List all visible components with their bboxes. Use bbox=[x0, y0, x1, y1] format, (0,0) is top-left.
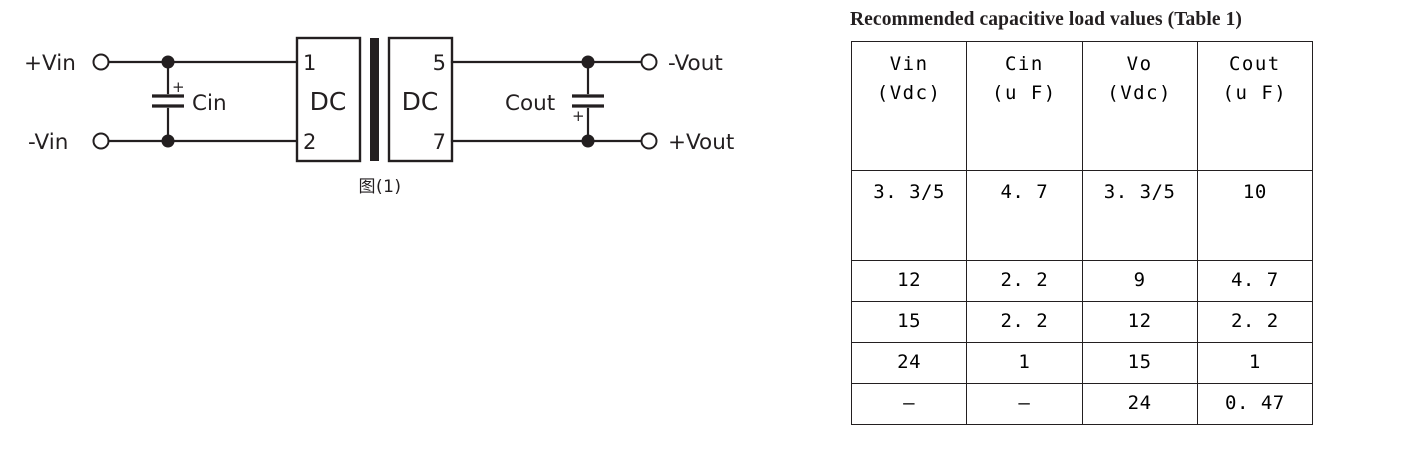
table-header-row: Vin (Vdc) Cin (u F) Vo (Vdc) Cout (u F) bbox=[850, 41, 1314, 171]
table-cell: 12 bbox=[850, 260, 968, 302]
table-cell: 15 bbox=[850, 301, 968, 343]
cell-value: – bbox=[1018, 392, 1031, 415]
table-cell: 24 bbox=[1081, 383, 1198, 425]
table-cell: 1 bbox=[1196, 342, 1314, 384]
label-vout-plus: +Vout bbox=[668, 130, 734, 155]
table-header-cell-vo: Vo (Vdc) bbox=[1081, 41, 1198, 171]
table-cell: – bbox=[966, 383, 1083, 425]
table-cell: 2. 2 bbox=[1196, 301, 1314, 343]
header-name-cout: Cout bbox=[1228, 53, 1281, 75]
header-name-vin: Vin bbox=[889, 53, 929, 75]
label-pin-5: 5 bbox=[433, 51, 446, 75]
label-pin-1: 1 bbox=[303, 51, 316, 75]
cell-value: 12 bbox=[1127, 310, 1152, 333]
table-cell: 15 bbox=[1081, 342, 1198, 384]
label-cout: Cout bbox=[505, 91, 555, 116]
isolation-barrier bbox=[370, 38, 379, 161]
cell-value: 12 bbox=[897, 269, 922, 292]
cell-value: 0. 47 bbox=[1225, 392, 1285, 415]
table-header-cell-cout: Cout (u F) bbox=[1196, 41, 1314, 171]
terminal-vout-plus bbox=[640, 132, 658, 150]
table-cell: 9 bbox=[1081, 260, 1198, 302]
label-dc-secondary: DC bbox=[402, 87, 439, 116]
label-cin: Cin bbox=[192, 91, 227, 116]
table-cell: 12 bbox=[1081, 301, 1198, 343]
cell-value: 15 bbox=[1127, 351, 1152, 374]
label-dc-primary: DC bbox=[310, 87, 347, 116]
table-cell: 1 bbox=[966, 342, 1083, 384]
label-pin-7: 7 bbox=[433, 130, 446, 154]
cell-value: 2. 2 bbox=[1000, 310, 1049, 333]
table-cell: 4. 7 bbox=[1196, 260, 1314, 302]
figure-caption: 图(1) bbox=[358, 177, 402, 197]
capacitive-load-table-panel: Recommended capacitive load values (Tabl… bbox=[838, 0, 1358, 425]
cell-value: 15 bbox=[897, 310, 922, 333]
cell-value: 4. 7 bbox=[1000, 181, 1049, 203]
table-cell: 2. 2 bbox=[966, 301, 1083, 343]
table-cell: – bbox=[850, 383, 968, 425]
cell-value: 3. 3/5 bbox=[1103, 181, 1176, 203]
cell-value: – bbox=[903, 392, 916, 415]
table-header-cell-cin: Cin (u F) bbox=[966, 41, 1083, 171]
circuit-diagram: +Vin -Vin -Vout +Vout + Cin Cout + DC DC… bbox=[0, 0, 760, 215]
header-unit-cout: (u F) bbox=[1222, 81, 1288, 104]
label-vout-minus: -Vout bbox=[668, 51, 723, 76]
label-vin-minus: -Vin bbox=[28, 130, 68, 155]
cout-polarity-icon: + bbox=[572, 107, 585, 125]
header-unit-vo: (Vdc) bbox=[1107, 81, 1172, 104]
table-row: – – 24 0. 47 bbox=[850, 383, 1314, 425]
table-row: 3. 3/5 4. 7 3. 3/5 10 bbox=[850, 170, 1314, 261]
header-unit-cin: (u F) bbox=[992, 81, 1057, 104]
table-row: 12 2. 2 9 4. 7 bbox=[850, 260, 1314, 302]
table-title: Recommended capacitive load values (Tabl… bbox=[850, 9, 1243, 30]
table-row: 24 1 15 1 bbox=[850, 342, 1314, 384]
cin-polarity-icon: + bbox=[172, 78, 185, 96]
label-vin-plus: +Vin bbox=[24, 51, 76, 76]
table-cell: 10 bbox=[1196, 170, 1314, 261]
table-cell: 24 bbox=[850, 342, 968, 384]
capacitive-load-table: Vin (Vdc) Cin (u F) Vo (Vdc) Cout (u F) bbox=[850, 41, 1314, 425]
cell-value: 1 bbox=[1248, 351, 1261, 374]
terminal-vout-minus bbox=[640, 53, 658, 71]
cell-value: 2. 2 bbox=[1000, 269, 1049, 292]
table-header-cell-vin: Vin (Vdc) bbox=[850, 41, 968, 171]
header-name-cin: Cin bbox=[1004, 53, 1044, 75]
header-unit-vin: (Vdc) bbox=[876, 81, 942, 104]
cell-value: 24 bbox=[897, 351, 922, 374]
table-row: 15 2. 2 12 2. 2 bbox=[850, 301, 1314, 343]
label-pin-2: 2 bbox=[303, 130, 316, 154]
cell-value: 9 bbox=[1133, 269, 1146, 292]
header-name-vo: Vo bbox=[1126, 53, 1153, 75]
table-cell: 4. 7 bbox=[966, 170, 1083, 261]
cell-value: 4. 7 bbox=[1230, 269, 1279, 292]
terminal-vin-minus bbox=[92, 132, 110, 150]
table-cell: 3. 3/5 bbox=[850, 170, 968, 261]
cell-value: 3. 3/5 bbox=[873, 181, 945, 203]
cell-value: 24 bbox=[1127, 392, 1152, 415]
converter-block-primary bbox=[295, 36, 362, 163]
cell-value: 1 bbox=[1018, 351, 1031, 374]
cell-value: 2. 2 bbox=[1230, 310, 1279, 333]
converter-block-secondary bbox=[387, 36, 454, 163]
terminal-vin-plus bbox=[92, 53, 110, 71]
cell-value: 10 bbox=[1242, 181, 1267, 203]
table-cell: 2. 2 bbox=[966, 260, 1083, 302]
table-cell: 3. 3/5 bbox=[1081, 170, 1198, 261]
table-cell: 0. 47 bbox=[1196, 383, 1314, 425]
